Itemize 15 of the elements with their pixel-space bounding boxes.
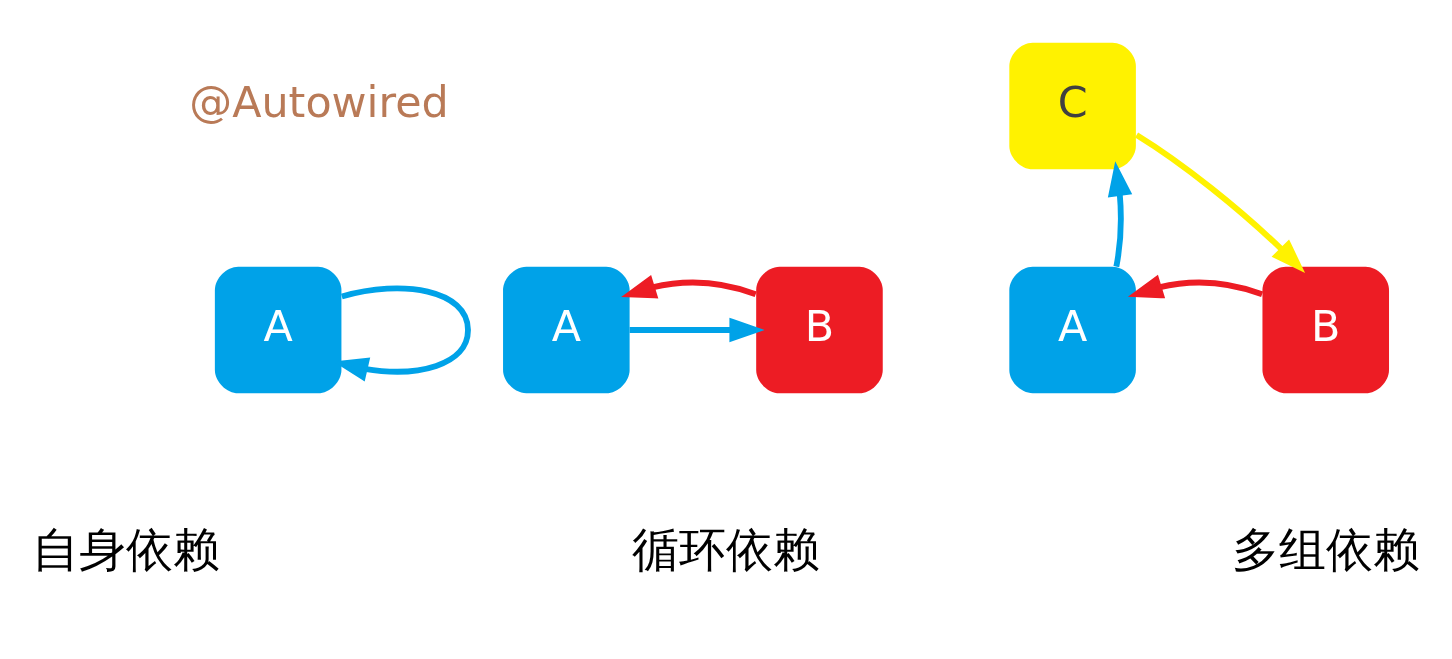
arrow [1135,132,1306,273]
arrow [1127,274,1264,298]
node-box: A [503,266,630,393]
node-box: C [1009,42,1136,169]
arrow [1107,160,1133,267]
node-box: B [1262,266,1389,393]
node-box: A [214,266,342,393]
label: 多组依赖 [1231,522,1420,577]
arrow [629,317,765,342]
label: @Autowired [189,76,449,127]
arrow [621,274,757,298]
node-box: B [756,266,883,393]
node-box: A [1009,266,1136,393]
label: 循环依赖 [632,522,820,577]
label: 自身依赖 [32,522,221,577]
